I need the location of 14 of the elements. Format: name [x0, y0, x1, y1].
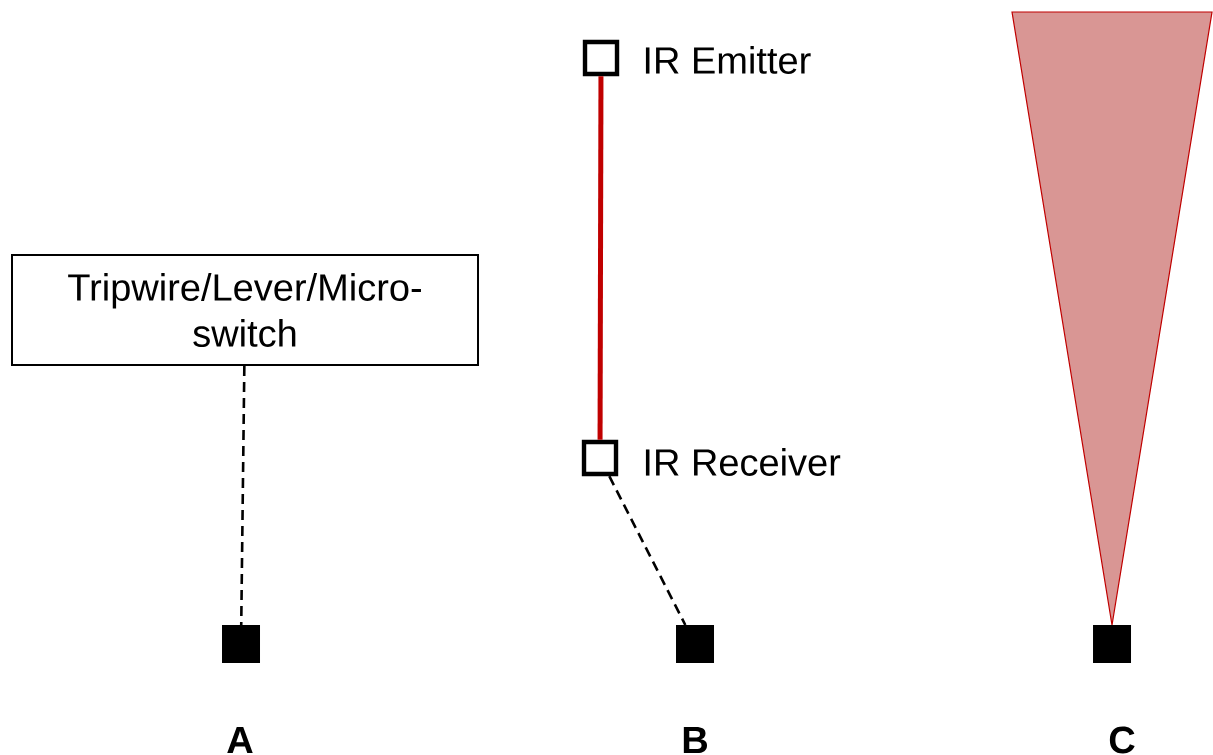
panel-letter: A	[227, 726, 253, 754]
sensor-square	[1093, 625, 1131, 663]
component-label: IR Emitter	[645, 46, 811, 74]
connection-line	[608, 475, 687, 626]
sensor-square	[676, 625, 714, 663]
beam-line	[597, 76, 604, 440]
component-square	[581, 439, 619, 477]
component-square	[582, 39, 620, 77]
panel-letter: B	[683, 726, 707, 754]
connection-line	[239, 366, 246, 626]
switch-box: Tripwire/Lever/Micro-switch	[11, 254, 479, 366]
component-label: IR Receiver	[645, 448, 841, 476]
sensor-square	[222, 625, 260, 663]
panel-letter: C	[1109, 726, 1135, 754]
